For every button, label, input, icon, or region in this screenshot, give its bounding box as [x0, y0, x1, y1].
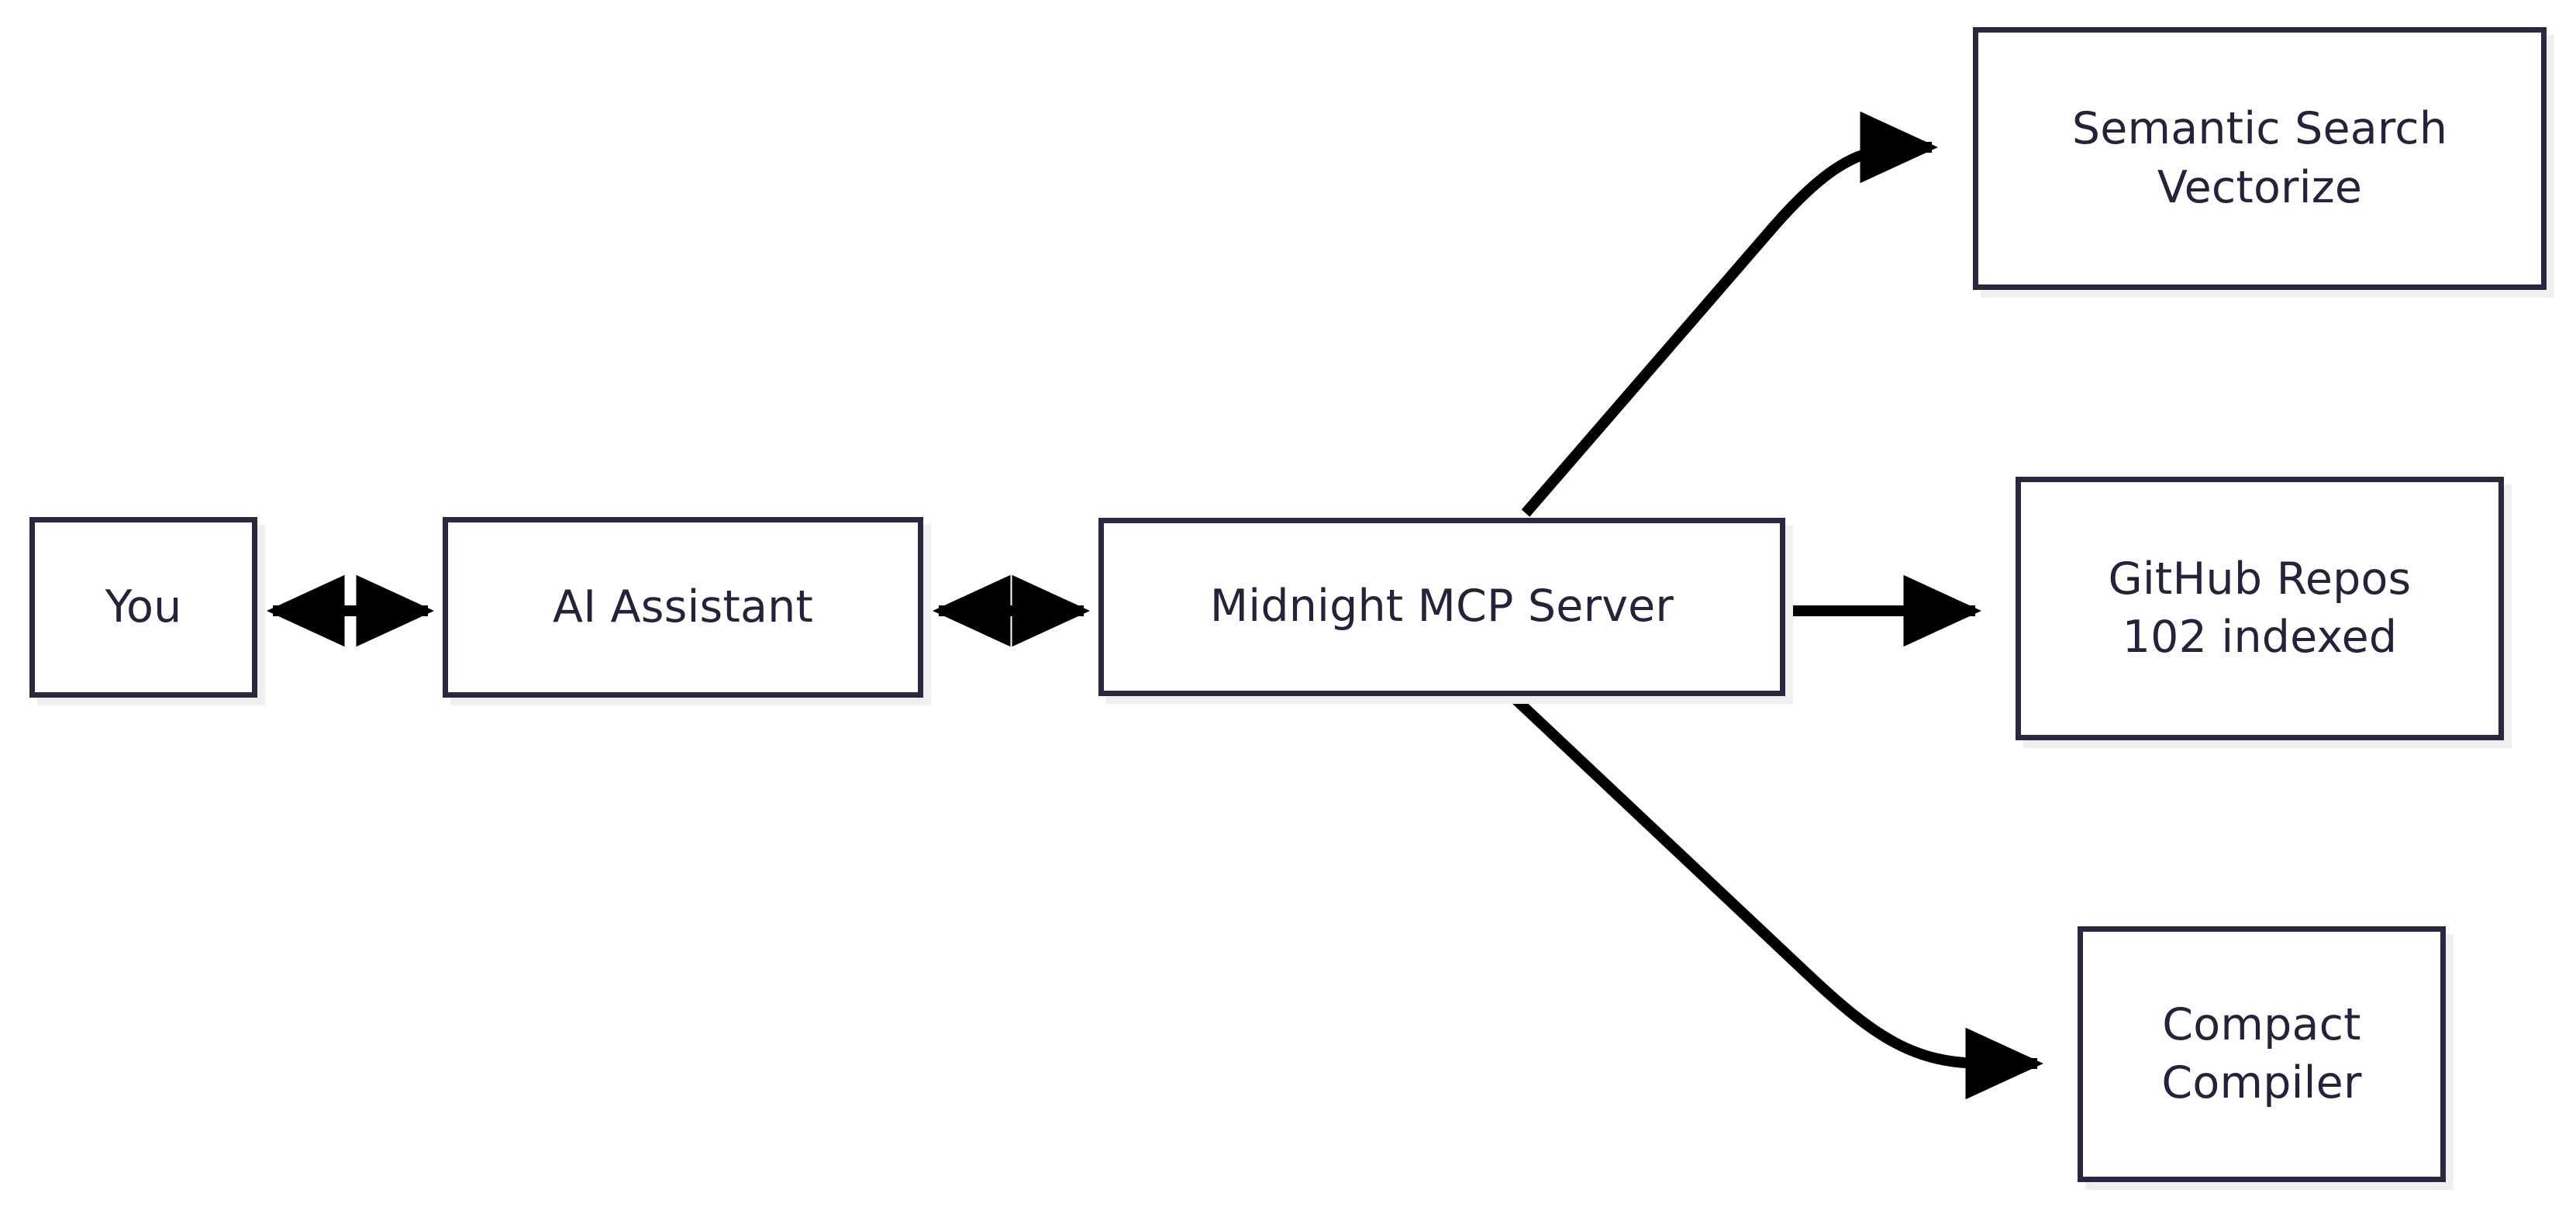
github-repos-node-label-line1: GitHub Repos	[2108, 553, 2412, 605]
midnight-mcp-server-node[interactable]: Midnight MCP Server	[1098, 518, 1785, 696]
semantic-search-node-label-line2: Vectorize	[2157, 161, 2363, 213]
semantic-search-node-label-line1: Semantic Search	[2071, 103, 2448, 155]
ai-assistant-node-label: AI Assistant	[553, 581, 813, 633]
semantic-search-node[interactable]: Semantic Search Vectorize	[1973, 27, 2547, 290]
edge-mcp-server-semantic-search	[1521, 111, 1939, 517]
github-repos-node[interactable]: GitHub Repos 102 indexed	[2016, 477, 2504, 740]
compact-compiler-node[interactable]: Compact Compiler	[2078, 926, 2446, 1182]
you-node[interactable]: You	[29, 517, 257, 698]
github-repos-node-label-line2: 102 indexed	[2122, 612, 2398, 663]
you-node-label: You	[105, 581, 182, 633]
compact-compiler-node-label-line2: Compiler	[2161, 1057, 2362, 1108]
ai-assistant-node[interactable]: AI Assistant	[443, 517, 923, 698]
compact-compiler-node-label-line1: Compact	[2162, 998, 2361, 1050]
edge-mcp-server-compact-compiler	[1512, 695, 2044, 1100]
midnight-mcp-server-node-label: Midnight MCP Server	[1209, 581, 1674, 633]
